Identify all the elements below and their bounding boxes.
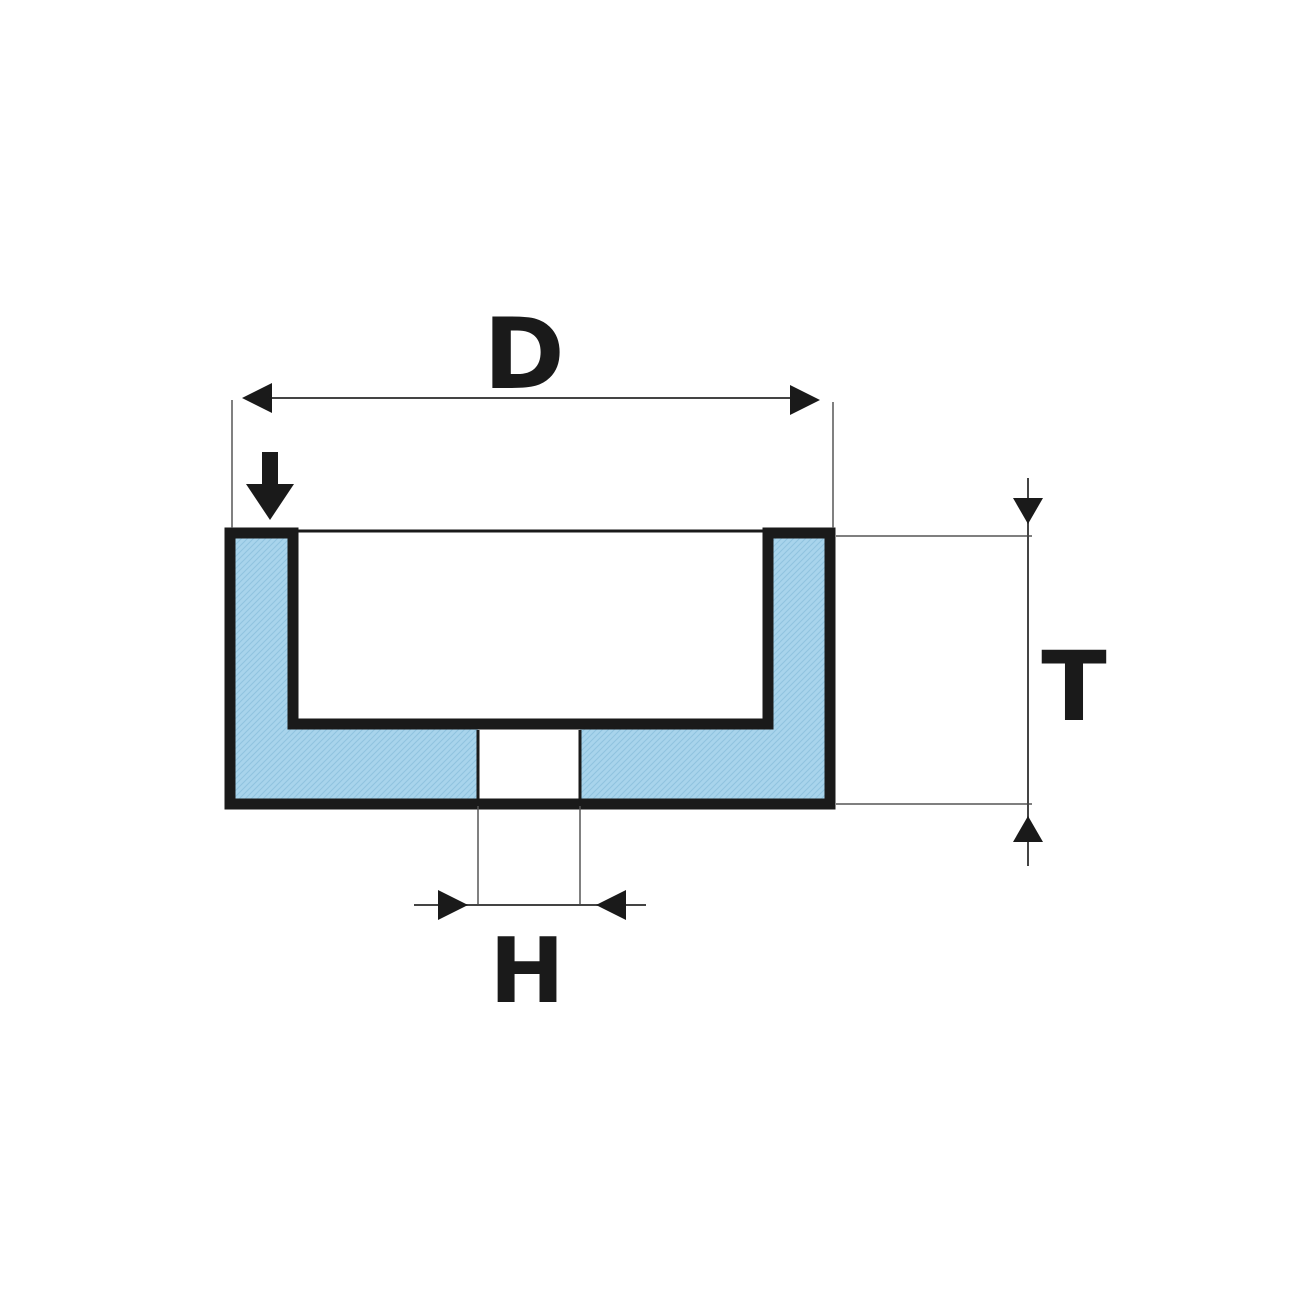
dimension-t: T [836, 478, 1107, 866]
wheel-outline [224, 527, 836, 810]
left-wall-and-floor-left [230, 533, 478, 804]
dimension-h: H [414, 806, 646, 1024]
right-wall-and-floor-right [580, 533, 830, 804]
arrowhead-d-left [242, 383, 272, 413]
arrowhead-t-top [1013, 498, 1043, 524]
label-h: H [489, 919, 564, 1024]
arrowhead-t-bottom [1013, 816, 1043, 842]
arrowhead-h-left [438, 890, 468, 920]
dimension-d: D [231, 298, 834, 528]
label-d: D [483, 298, 564, 412]
arrowhead-h-right [596, 890, 626, 920]
arrowhead-d-right [790, 385, 820, 415]
down-arrow-icon [246, 452, 294, 520]
wheel-section [224, 527, 836, 810]
label-t: T [1041, 631, 1106, 743]
